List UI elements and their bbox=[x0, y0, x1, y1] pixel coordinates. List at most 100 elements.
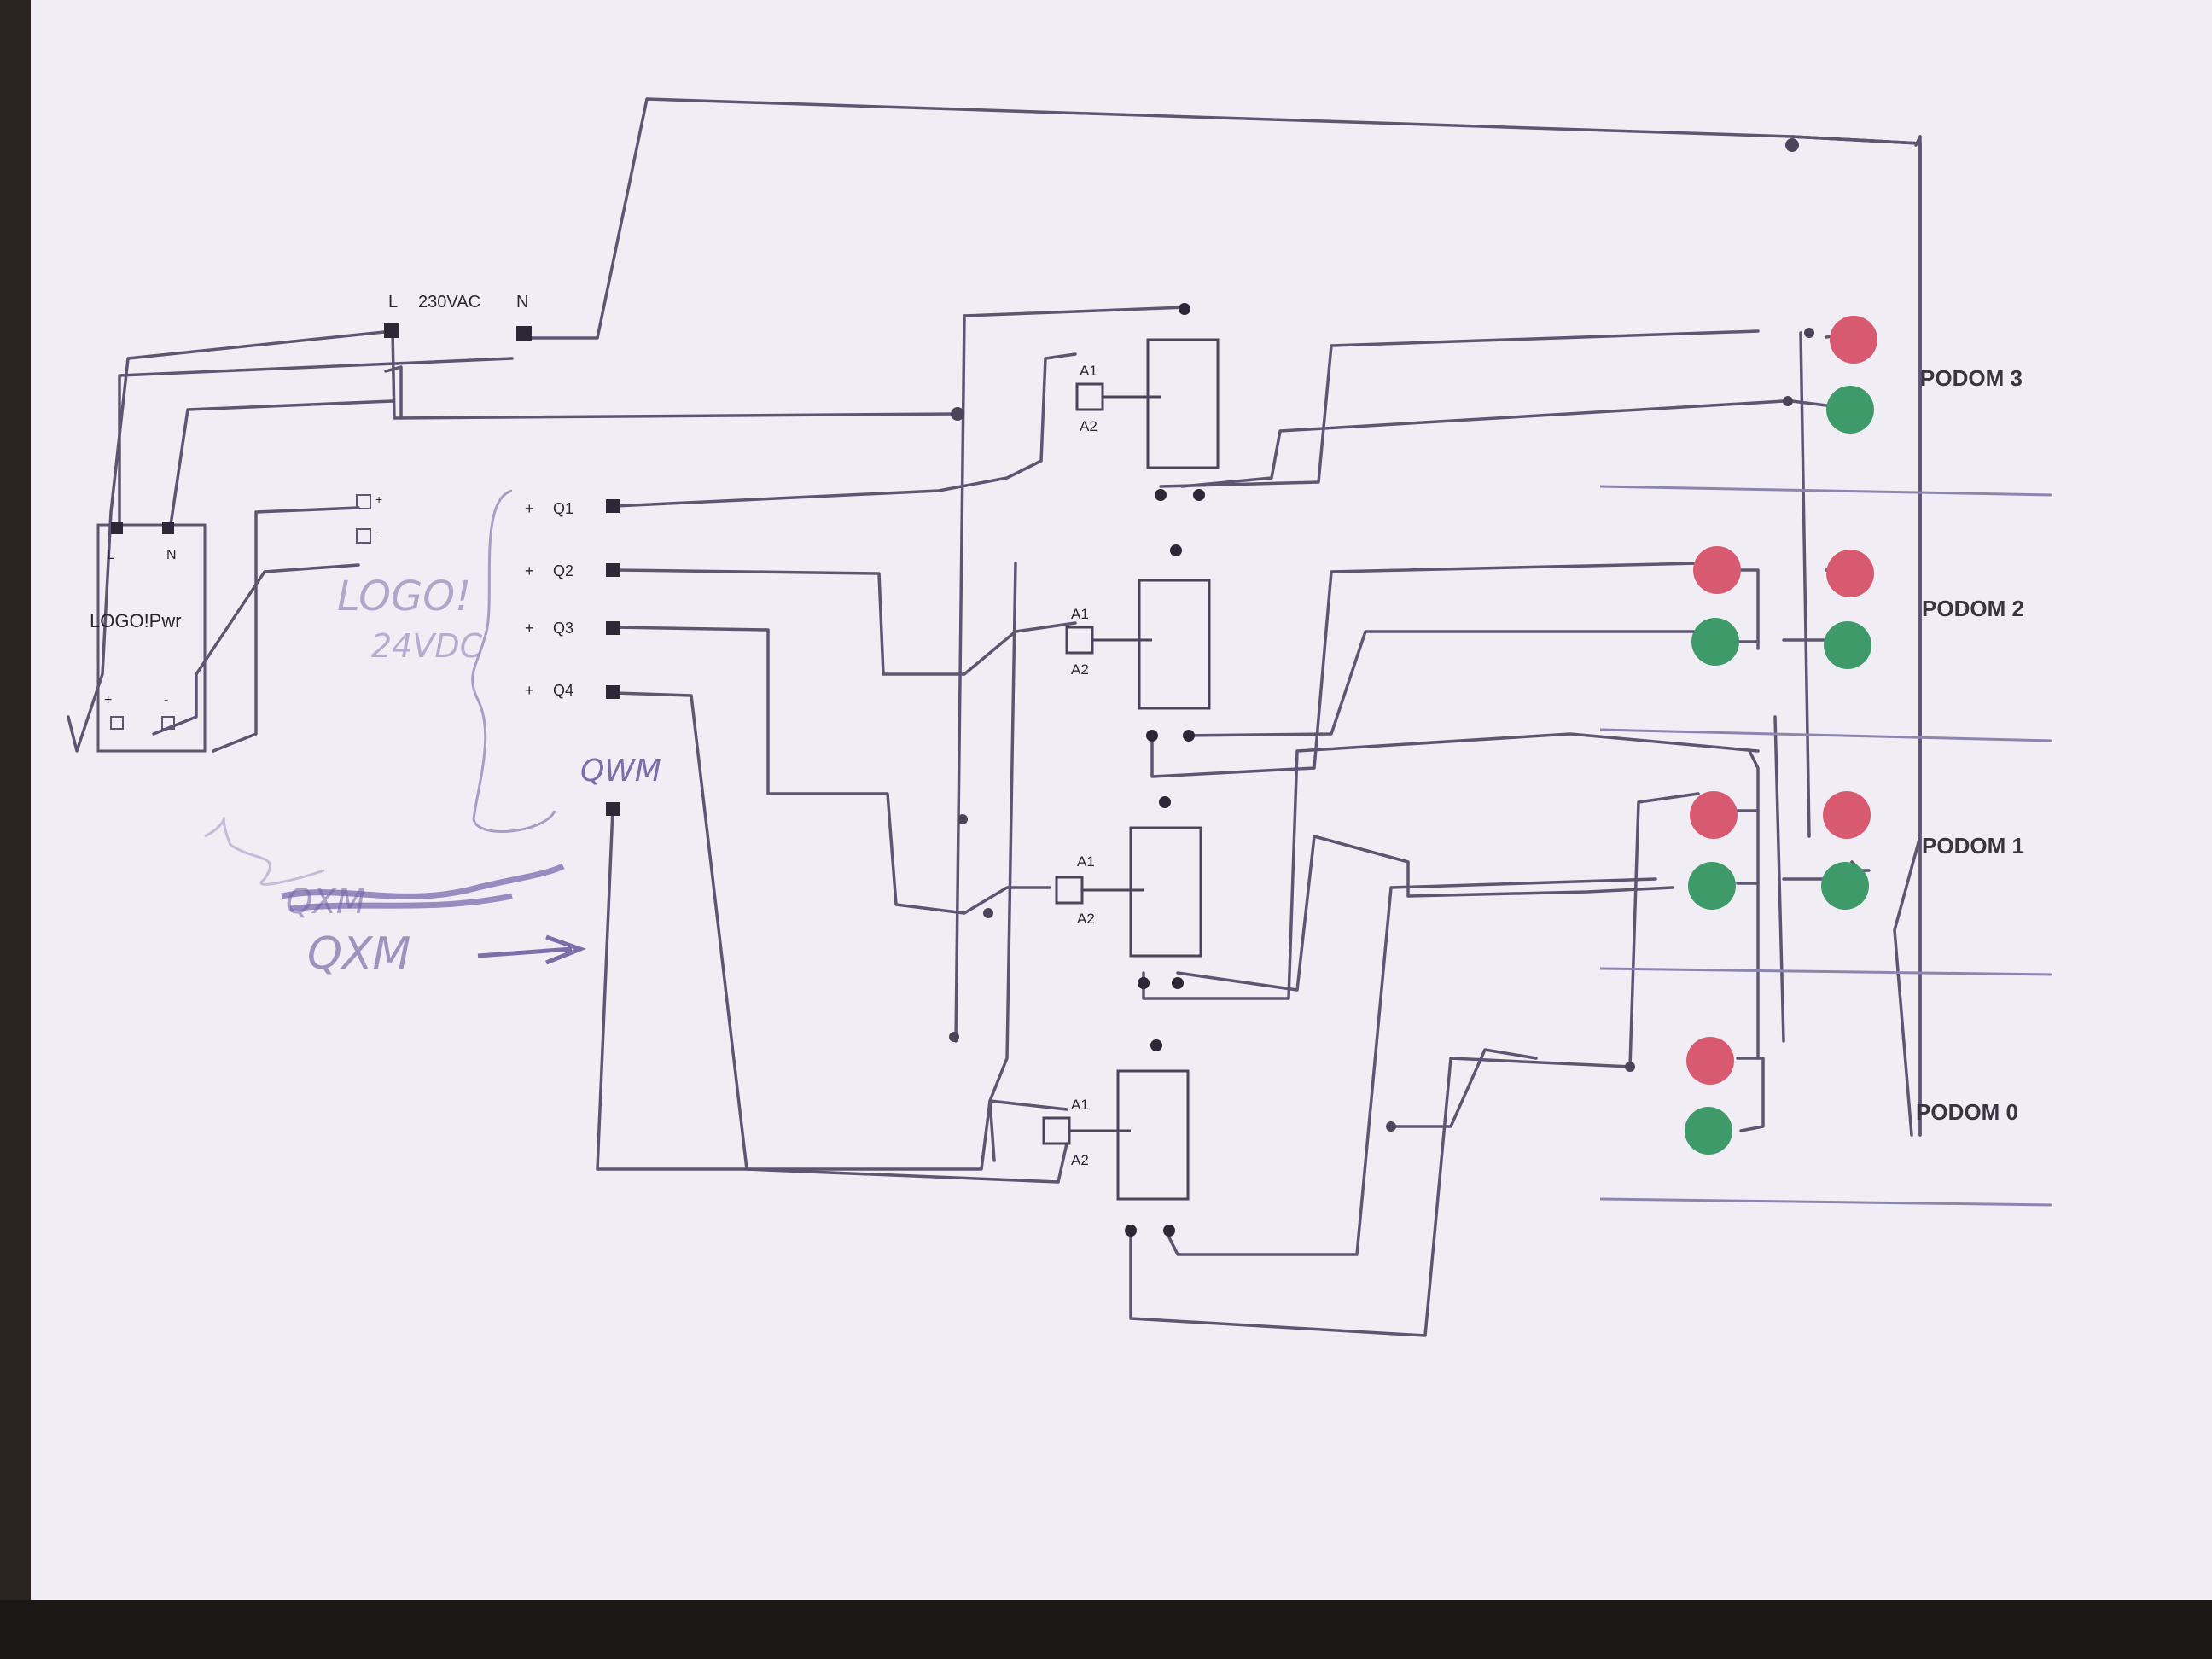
output-label-qwm: QWM bbox=[580, 754, 661, 789]
relay-label-a1: A1 bbox=[1071, 606, 1089, 622]
red-lamp bbox=[1690, 791, 1738, 839]
psu-terminal bbox=[110, 716, 124, 730]
relay-terminal bbox=[1172, 977, 1184, 989]
psu-label-minus: - bbox=[164, 693, 168, 707]
relay-2: A1 A2 bbox=[1065, 544, 1211, 742]
output-terminal-q4 bbox=[606, 685, 620, 699]
red-lamp bbox=[1823, 791, 1871, 839]
red-lamp bbox=[1830, 316, 1877, 364]
red-lamp bbox=[1686, 1037, 1734, 1085]
floor-label-0: PODOM 0 bbox=[1916, 1099, 2018, 1125]
red-lamp bbox=[1693, 546, 1741, 594]
output-label-q2: Q2 bbox=[553, 562, 573, 579]
logo-voltage-handwritten: 24VDC bbox=[371, 627, 483, 665]
floor-label-2: PODOM 2 bbox=[1922, 596, 2024, 621]
relay-label-a1: A1 bbox=[1071, 1097, 1089, 1113]
psu-label-n: N bbox=[166, 548, 177, 562]
junction-dot bbox=[951, 407, 964, 421]
wires bbox=[67, 97, 1922, 1337]
junction-dot bbox=[983, 908, 993, 918]
scribble bbox=[281, 863, 565, 912]
relay-label-a2: A2 bbox=[1077, 911, 1095, 927]
label-l: L bbox=[388, 293, 398, 311]
label-n: N bbox=[516, 293, 528, 311]
output-sign: + bbox=[525, 620, 534, 637]
output-terminal-q2 bbox=[606, 563, 620, 577]
logo-label-plus: + bbox=[375, 492, 382, 506]
junction-dot bbox=[1625, 1062, 1635, 1072]
relay-label-a2: A2 bbox=[1071, 661, 1089, 678]
paper-sheet bbox=[26, 0, 2212, 1600]
psu-label-l: L bbox=[107, 548, 114, 562]
relay-3: A1 A2 bbox=[1055, 796, 1202, 989]
output-sign: + bbox=[525, 682, 534, 699]
relay-terminal bbox=[1150, 1039, 1162, 1051]
floor-1-lamps: PODOM 1 bbox=[1688, 791, 2024, 910]
floor-2-lamps: PODOM 2 bbox=[1691, 546, 2024, 669]
relay-body bbox=[1129, 826, 1202, 958]
floor-separator-line bbox=[1599, 1197, 2053, 1207]
relay-body bbox=[1146, 338, 1220, 469]
relay-body bbox=[1138, 579, 1211, 710]
output-terminal-qwm bbox=[606, 802, 620, 816]
junction-dots bbox=[949, 138, 1814, 1132]
logo-brace bbox=[471, 489, 556, 833]
green-lamp bbox=[1824, 621, 1871, 669]
relay-terminal bbox=[1183, 730, 1195, 742]
output-terminal-q1 bbox=[606, 499, 620, 513]
junction-dot bbox=[1785, 138, 1799, 152]
psu-model: LOGO!Pwr bbox=[90, 610, 182, 632]
relay-label-a2: A2 bbox=[1080, 418, 1097, 434]
green-lamp bbox=[1685, 1107, 1732, 1155]
floor-separator-line bbox=[1599, 967, 2053, 976]
relay-label-a1: A1 bbox=[1077, 853, 1095, 870]
label-voltage: 230VAC bbox=[418, 293, 480, 311]
relay-terminal bbox=[1125, 1225, 1137, 1237]
relay-body bbox=[1116, 1069, 1190, 1201]
junction-dot bbox=[949, 1032, 959, 1042]
desk-bottom-edge bbox=[0, 1600, 2212, 1659]
junction-dot bbox=[958, 814, 968, 824]
logo-supply-terminals: + - bbox=[356, 492, 382, 544]
green-lamp bbox=[1688, 862, 1736, 910]
floor-label-3: PODOM 3 bbox=[1920, 365, 2023, 391]
output-sign: + bbox=[525, 562, 534, 579]
green-lamp bbox=[1691, 618, 1739, 666]
logo-name-handwritten: LOGO! bbox=[337, 573, 471, 620]
output-terminal-q3 bbox=[606, 621, 620, 635]
psu-terminal bbox=[162, 522, 174, 534]
junction-dot bbox=[1804, 328, 1814, 338]
floor-3-lamps: PODOM 3 bbox=[1826, 316, 2023, 434]
output-label-q3: Q3 bbox=[553, 620, 573, 637]
relay-4: A1 A2 bbox=[1042, 1039, 1190, 1237]
arrow-icon bbox=[477, 934, 587, 965]
relay-terminal bbox=[1146, 730, 1158, 742]
relay-terminal bbox=[1179, 303, 1190, 315]
psu-outline bbox=[96, 523, 207, 753]
terminal-l bbox=[384, 323, 399, 338]
red-lamp bbox=[1826, 550, 1874, 597]
logo-terminal-plus bbox=[356, 494, 371, 509]
floor-separator-line bbox=[1599, 485, 2053, 497]
floor-label-1: PODOM 1 bbox=[1922, 833, 2024, 859]
logo-terminal-minus bbox=[356, 528, 371, 544]
junction-dot bbox=[1386, 1121, 1396, 1132]
psu-terminal bbox=[161, 716, 175, 730]
relay-terminal bbox=[1193, 489, 1205, 501]
floor-separator-line bbox=[1599, 728, 2053, 742]
output-sign: + bbox=[525, 500, 534, 517]
relay-terminal bbox=[1159, 796, 1171, 808]
crossed-note: QXM bbox=[286, 882, 365, 922]
qxm-note: QXM bbox=[307, 928, 410, 980]
logo-label-minus: - bbox=[375, 525, 380, 538]
handwritten-notes: QXM QXM bbox=[204, 817, 587, 980]
relay-terminal bbox=[1163, 1225, 1175, 1237]
terminal-n bbox=[516, 326, 532, 341]
desk-left-edge bbox=[0, 0, 31, 1659]
power-supply-block: L N LOGO!Pwr + - bbox=[90, 522, 207, 753]
relay-label-a2: A2 bbox=[1071, 1152, 1089, 1168]
logo-outputs: + Q1 + Q2 + Q3 + Q4 QWM bbox=[525, 499, 661, 816]
power-terminals: L 230VAC N bbox=[384, 293, 532, 341]
floor-separators bbox=[1599, 485, 2053, 1207]
